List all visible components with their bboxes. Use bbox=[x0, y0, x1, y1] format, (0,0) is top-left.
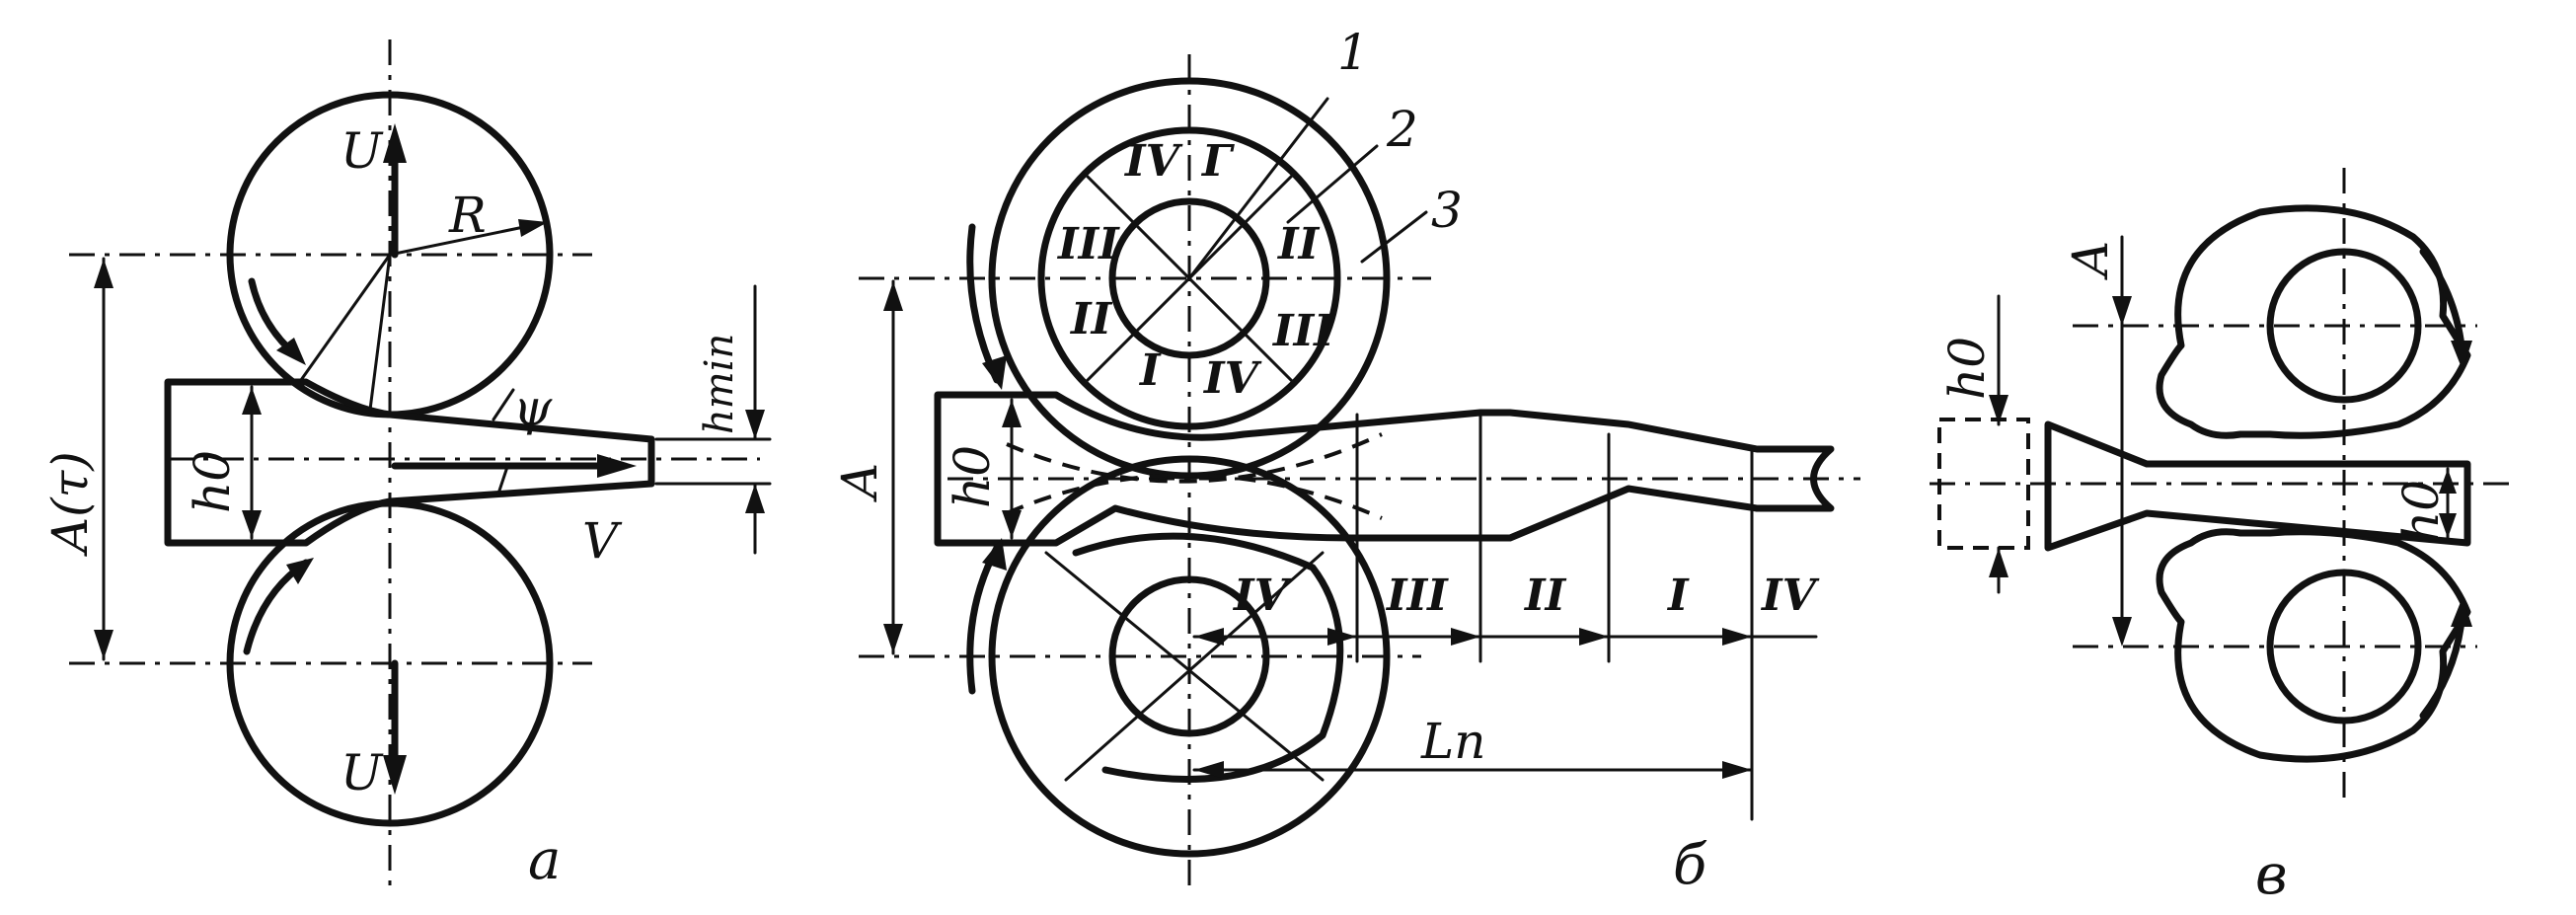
panel-c-h0-left-arrow-bottom-icon bbox=[1989, 548, 2008, 577]
panel-b-zone-arrow-1-icon bbox=[1194, 628, 1224, 646]
panel-b-zone-arrow-5-icon bbox=[1722, 628, 1752, 646]
panel-b-bottom-roll-outer bbox=[988, 455, 1391, 858]
panel-b-h0-arrow-top-icon bbox=[1002, 400, 1022, 427]
panel-a-A-arrow-bottom-icon bbox=[94, 630, 114, 659]
panel-a-label-U-bottom: U bbox=[341, 744, 384, 801]
panel-a-label-psi: ψ bbox=[513, 379, 553, 436]
panel-b-sector-label: II bbox=[1069, 294, 1113, 344]
panel-b-dashed-arc-top bbox=[1006, 432, 1383, 484]
panel-b-sector-label: III bbox=[1056, 219, 1120, 269]
panel-b: 1 2 3 A h0 Ln IV Г II III II III I IV IV… bbox=[831, 24, 1860, 897]
panel-b-top-rotation-head-icon bbox=[982, 355, 1007, 390]
panel-a-R-arrow-icon bbox=[518, 219, 548, 237]
panel-c-label-h0-left: h0 bbox=[1938, 337, 1996, 400]
panel-a-hmin-arrow-bottom-icon bbox=[745, 484, 765, 513]
panel-a-top-rotation-head-icon bbox=[276, 338, 306, 365]
panel-c-strip bbox=[2044, 420, 2471, 552]
panel-b-sector-label: Г bbox=[1200, 136, 1235, 187]
panel-c-label-h0-right: h0 bbox=[2392, 480, 2450, 543]
panel-c-label-A: A bbox=[2062, 241, 2119, 280]
panel-b-zone-arrow-4-icon bbox=[1579, 628, 1609, 646]
panel-c-h0-right-arrow-bottom-icon bbox=[2439, 513, 2457, 538]
panel-b-sector-label: I bbox=[1138, 345, 1162, 396]
panel-b-zone-label: III bbox=[1385, 571, 1449, 621]
panel-c-caption: в bbox=[2255, 843, 2288, 907]
panel-a-A-arrow-top-icon bbox=[94, 259, 114, 288]
panel-a-U-bottom-arrow-head-icon bbox=[383, 755, 407, 795]
panel-b-label-Ln: Ln bbox=[1420, 713, 1485, 770]
panel-b-dashed-arc-bottom bbox=[1006, 473, 1383, 520]
panel-c-bottom-rotation-head-icon bbox=[2451, 597, 2472, 627]
panel-b-label-A: A bbox=[831, 463, 888, 502]
panel-a-label-A-tau: A(τ) bbox=[41, 451, 99, 557]
panel-a-psi-leader-2 bbox=[496, 462, 510, 496]
panel-b-zone-arrow-3-icon bbox=[1451, 628, 1480, 646]
panel-c-top-roll-outer bbox=[2156, 204, 2471, 439]
panel-b-top-roll-layer bbox=[1037, 126, 1341, 430]
panel-a-bottom-rotation-head-icon bbox=[286, 558, 314, 584]
panel-c-top-rotation-head-icon bbox=[2451, 341, 2472, 370]
panel-b-sector-label: IV bbox=[1202, 353, 1262, 404]
panel-c-bottom-roll-outer bbox=[2156, 528, 2471, 763]
panel-b-bottom-roll-core bbox=[1108, 575, 1270, 737]
panel-a-psi-leader bbox=[492, 388, 515, 421]
panel-b-zone-label: IV bbox=[1232, 571, 1292, 621]
panel-c: h0 A h0 в bbox=[1930, 168, 2512, 907]
panel-b-leader-1 bbox=[1187, 97, 1329, 280]
panel-b-label-3: 3 bbox=[1431, 182, 1463, 239]
panel-b-zone-arrow-2-icon bbox=[1327, 628, 1357, 646]
panel-a-label-V: V bbox=[582, 512, 623, 570]
panel-b-leader-3 bbox=[1360, 210, 1428, 264]
panel-c-bottom-roll-core bbox=[2266, 569, 2422, 724]
panel-a-caption: а bbox=[528, 828, 561, 892]
panel-b-zone-label: I bbox=[1666, 571, 1690, 621]
panel-b-strip bbox=[934, 391, 1835, 547]
panel-b-label-1: 1 bbox=[1337, 24, 1369, 81]
panel-a-U-top-arrow-head-icon bbox=[383, 123, 407, 163]
panel-a-label-R: R bbox=[448, 187, 487, 244]
panel-b-label-h0: h0 bbox=[944, 445, 1001, 508]
panel-b-top-roll-core bbox=[1108, 197, 1270, 359]
panel-a: U U R ψ V h0 A(τ) hmin а bbox=[41, 39, 772, 892]
panel-c-h0-left-arrow-top-icon bbox=[1989, 395, 2008, 424]
panel-b-zone-label: IV bbox=[1760, 571, 1820, 621]
panel-b-bottom-rotation-head-icon bbox=[982, 538, 1007, 571]
panel-c-h0-right-arrow-top-icon bbox=[2439, 469, 2457, 494]
panel-c-top-roll-core bbox=[2266, 248, 2422, 404]
panel-a-label-h0: h0 bbox=[184, 450, 241, 513]
panel-a-h0-arrow-bottom-icon bbox=[242, 510, 262, 538]
panel-b-sector-label: II bbox=[1276, 219, 1321, 269]
panel-b-zone-label: II bbox=[1523, 571, 1567, 621]
panel-b-h0-arrow-bottom-icon bbox=[1002, 510, 1022, 538]
panel-c-A-arrow-top-icon bbox=[2112, 296, 2132, 326]
panel-b-Ln-arrow-right-icon bbox=[1722, 761, 1752, 779]
panel-b-A-arrow-bottom-icon bbox=[883, 624, 903, 653]
panel-a-V-arrow-head-icon bbox=[597, 454, 637, 478]
panel-b-sector-label: IV bbox=[1123, 136, 1183, 187]
panel-c-A-arrow-bottom-icon bbox=[2112, 617, 2132, 647]
panel-b-sector-label: III bbox=[1271, 306, 1335, 356]
panel-b-caption: б bbox=[1673, 833, 1707, 897]
panel-a-radius-line-2 bbox=[368, 253, 392, 412]
panel-b-label-2: 2 bbox=[1386, 101, 1418, 158]
panel-a-label-hmin: hmin bbox=[697, 334, 742, 434]
panel-b-A-arrow-top-icon bbox=[883, 281, 903, 311]
panel-b-bottom-sector-line-2 bbox=[1064, 551, 1325, 782]
panel-b-leader-2 bbox=[1286, 144, 1379, 224]
panel-a-label-U-top: U bbox=[341, 122, 384, 180]
panel-a-radius-line bbox=[299, 253, 392, 382]
panel-c-billet-dashed bbox=[1937, 418, 2030, 550]
panel-a-hmin-arrow-top-icon bbox=[745, 410, 765, 439]
panel-a-h0-arrow-top-icon bbox=[242, 387, 262, 415]
panel-b-bottom-sector-line-1 bbox=[1044, 551, 1325, 782]
panel-b-Ln-arrow-left-icon bbox=[1194, 761, 1224, 779]
